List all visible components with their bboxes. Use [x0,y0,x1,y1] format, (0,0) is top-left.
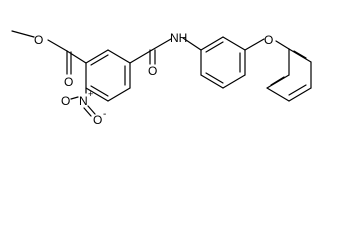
bond-n-phenyl [182,37,202,51]
bond-ring3-c [288,48,312,63]
bond-ring2-a [200,36,224,51]
bond-ring1-b [107,49,131,64]
bond-ring3-f [266,87,290,102]
bond-amide-c-n [151,38,172,51]
bond-carbonyl-ring [66,50,87,64]
bond-ring-amide-c [129,49,153,64]
bond-ring2-b [222,36,246,51]
bond-ring1-d [107,87,131,102]
bond-ring1-e [85,87,109,102]
bond-ring2-o [244,38,265,51]
bond-ring2-e [200,74,224,89]
bond-n-o-bottom-a [87,105,96,115]
atom-nitro-o-bottom: O [93,113,102,127]
bond-n-o-top [70,96,79,100]
bond-methyl-o [11,30,35,38]
bond-ring1-inner-c [90,85,109,97]
bond-ring1-inner-a [90,54,109,66]
atom-nitro-o-top: O [61,94,70,108]
bond-ring3-e [288,87,312,102]
bond-ring1-a [85,49,109,64]
atom-nitro-n: N [79,94,88,108]
bond-o-carbonyl [47,39,68,52]
bond-ring3-inner-a [293,50,307,59]
atom-ester-o-double: O [64,75,73,89]
bond-ring2-d [222,74,246,89]
bond-o-ring3 [275,40,290,50]
bond-ring2-inner-a [205,41,224,53]
atom-amide-nh: NH [170,31,187,45]
bond-ring3-inner-b [288,84,307,96]
bond-ring3-inner-c [270,76,285,86]
bond-ring3-b [266,74,290,89]
atom-nitro-plus: + [88,89,93,99]
bond-n-o-bottom-b [83,107,92,117]
atom-ester-o-single: O [34,33,43,47]
bond-ring2-inner-c [205,72,224,84]
atom-amide-o: O [148,64,157,78]
chemical-structure: O O O N + O - O NH O [11,30,312,127]
structure-drawing: O O O N + O - O NH O [11,30,312,127]
atom-nitro-minus: - [103,109,106,120]
atom-ether-o: O [264,33,273,47]
